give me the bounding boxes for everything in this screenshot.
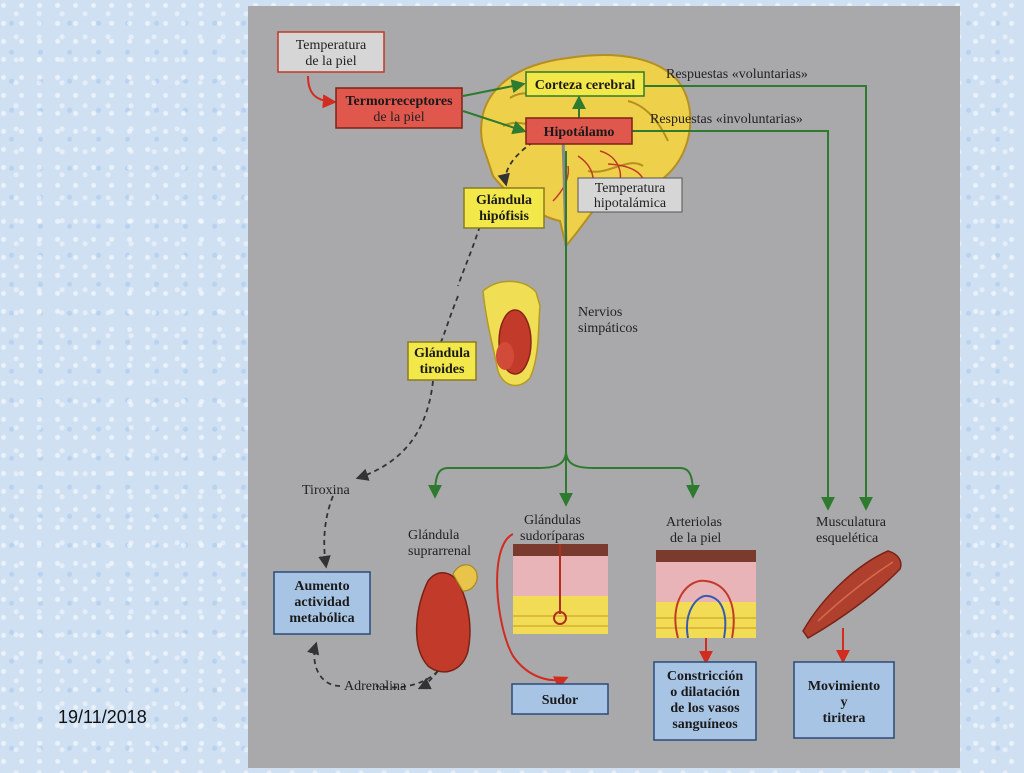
svg-text:metabólica: metabólica	[289, 611, 354, 626]
hypothalamic-temperature-box: Temperatura hipotalámica	[577, 177, 683, 213]
thyroid-gland-box: Glándula tiroides	[407, 341, 477, 381]
skeletal-muscle-label-line2: esquelética	[816, 531, 879, 546]
metabolic-activity-box: Aumento actividad metabólica	[273, 571, 371, 635]
thyroid-illustration	[482, 280, 541, 387]
vasoconstriction-box: Constricción o dilatación de los vasos s…	[653, 661, 757, 741]
sweat-glands-label-line2: sudoríparas	[520, 529, 585, 544]
svg-text:tiroides: tiroides	[420, 362, 465, 377]
svg-text:Corteza cerebral: Corteza cerebral	[535, 78, 636, 93]
adrenal-illustration	[416, 564, 478, 673]
svg-text:hipotalámica: hipotalámica	[594, 196, 667, 211]
hypothalamus-box: Hipotálamo	[525, 117, 633, 145]
svg-text:Aumento: Aumento	[294, 579, 349, 594]
svg-text:Constricción: Constricción	[667, 669, 743, 684]
svg-text:Temperatura: Temperatura	[296, 38, 367, 53]
svg-text:sanguíneos: sanguíneos	[672, 717, 738, 732]
sweat-gland-illustration	[513, 544, 608, 634]
sweat-box: Sudor	[511, 683, 609, 715]
arterioles-label-line1: Arteriolas	[666, 515, 722, 530]
svg-text:de la piel: de la piel	[305, 54, 356, 69]
svg-text:Movimiento: Movimiento	[808, 679, 880, 694]
shivering-box: Movimiento y tiritera	[793, 661, 895, 739]
svg-text:tiritera: tiritera	[823, 711, 866, 726]
thermoregulation-diagram: Temperatura de la piel Termorreceptores …	[248, 6, 960, 768]
involuntary-responses-label: Respuestas «involuntarias»	[650, 112, 803, 127]
svg-text:de la piel: de la piel	[373, 110, 424, 125]
cerebral-cortex-box: Corteza cerebral	[525, 71, 645, 97]
thyroxine-label: Tiroxina	[302, 483, 351, 498]
sweat-glands-label-line1: Glándulas	[524, 513, 581, 528]
svg-text:Glándula: Glándula	[476, 193, 532, 208]
svg-text:Temperatura: Temperatura	[595, 181, 666, 196]
svg-text:y: y	[841, 695, 848, 710]
skeletal-muscle-label-line1: Musculatura	[816, 515, 887, 530]
adrenal-gland-label-line1: Glándula	[408, 528, 460, 543]
adrenaline-label: Adrenalina	[344, 679, 407, 694]
svg-text:hipófisis: hipófisis	[479, 209, 529, 224]
slide-date: 19/11/2018	[58, 707, 147, 727]
skin-temperature-box: Temperatura de la piel	[277, 31, 385, 73]
adrenal-gland-label-line2: suprarrenal	[408, 544, 471, 559]
svg-text:Termorreceptores: Termorreceptores	[345, 94, 453, 109]
muscle-illustration	[802, 550, 902, 639]
arterioles-label-line2: de la piel	[670, 531, 721, 546]
sympathetic-nerves-label-line1: Nervios	[578, 305, 622, 320]
svg-text:o dilatación: o dilatación	[670, 685, 740, 700]
svg-text:Glándula: Glándula	[414, 346, 470, 361]
svg-text:actividad: actividad	[294, 595, 349, 610]
pituitary-gland-box: Glándula hipófisis	[463, 187, 545, 229]
sympathetic-nerves-label-line2: simpáticos	[578, 321, 638, 336]
svg-text:Hipotálamo: Hipotálamo	[544, 125, 615, 140]
thermoreceptors-box: Termorreceptores de la piel	[335, 87, 463, 129]
voluntary-responses-label: Respuestas «voluntarias»	[666, 67, 808, 82]
arterioles-illustration	[656, 550, 756, 639]
svg-text:de los vasos: de los vasos	[670, 701, 740, 716]
svg-text:Sudor: Sudor	[542, 693, 579, 708]
